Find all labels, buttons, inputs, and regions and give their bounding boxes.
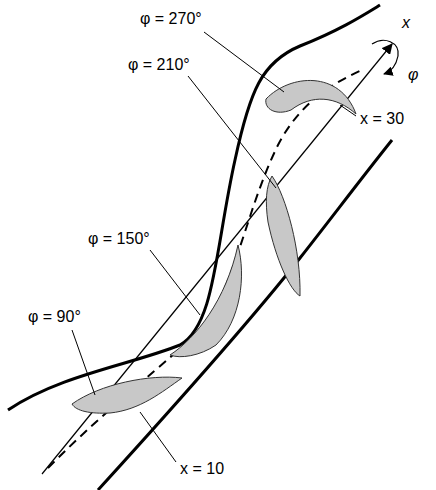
upper-wall [8, 5, 380, 410]
blade-270 [266, 80, 356, 114]
position-label: x = 30 [360, 110, 404, 128]
blade-90 [72, 377, 182, 413]
dashed-path [48, 70, 362, 468]
axis-label: x [402, 14, 410, 32]
angle-label: φ = 150° [88, 230, 150, 248]
angle-label: φ = 210° [128, 56, 190, 74]
blade-210 [266, 176, 300, 296]
blade-150 [170, 245, 242, 357]
blades [72, 80, 356, 413]
rotation-arrow [372, 40, 398, 74]
angle-label: φ = 90° [28, 308, 81, 326]
position-label: x = 10 [180, 460, 224, 478]
angle-label: φ = 270° [140, 10, 202, 28]
angle-symbol: φ [408, 66, 418, 84]
x-axis [42, 44, 392, 474]
leader-lines [72, 32, 356, 462]
lower-wall [98, 140, 392, 490]
